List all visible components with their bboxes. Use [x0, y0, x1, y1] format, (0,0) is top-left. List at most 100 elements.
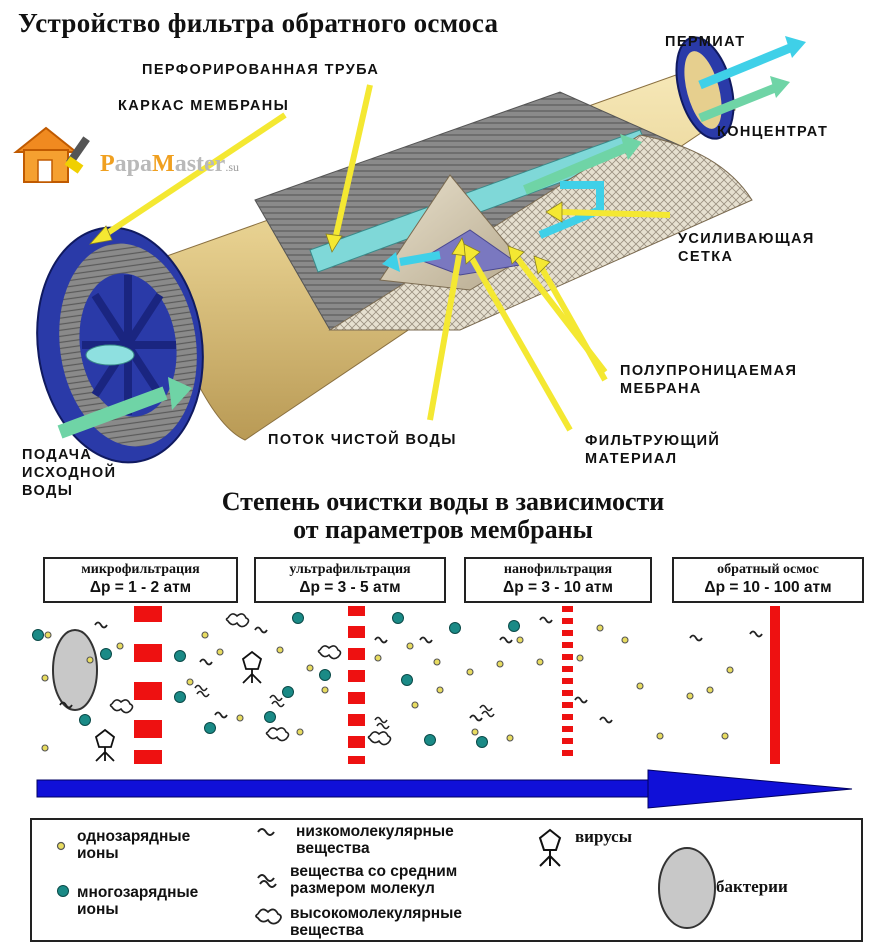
low-molecular	[419, 636, 433, 644]
single-ion	[276, 646, 284, 654]
multi-ion	[264, 711, 276, 723]
multi-ion-icon	[57, 885, 69, 897]
low-molecular	[599, 716, 613, 724]
barrier-nanofiltration	[562, 606, 573, 756]
legend-bacteria: бактерии	[716, 877, 788, 896]
low-molecular	[539, 616, 553, 624]
single-ion	[41, 744, 49, 752]
mid-molecular	[479, 704, 495, 718]
single-ion	[296, 728, 304, 736]
single-ion	[536, 658, 544, 666]
single-ion	[216, 648, 224, 656]
multi-ion	[79, 714, 91, 726]
single-ion	[621, 636, 629, 644]
low-molecular-icon	[257, 828, 275, 836]
label-clean-water-flow: ПОТОК ЧИСТОЙ ВОДЫ	[268, 432, 457, 448]
multi-ion	[282, 686, 294, 698]
low-molecular	[59, 701, 73, 709]
multi-ion	[174, 691, 186, 703]
legend-viruses: вирусы	[575, 827, 633, 846]
virus	[94, 728, 116, 748]
low-molecular	[254, 626, 268, 634]
single-ion	[636, 682, 644, 690]
single-ion	[596, 624, 604, 632]
virus	[241, 650, 263, 670]
single-ion	[374, 654, 382, 662]
single-ion	[516, 636, 524, 644]
mid-molecular	[269, 694, 285, 708]
high-molecular	[225, 613, 250, 628]
barrier-reverse-osmosis	[770, 606, 780, 764]
single-ion	[321, 686, 329, 694]
single-ion	[506, 734, 514, 742]
single-ion	[706, 686, 714, 694]
single-ion	[306, 664, 314, 672]
virus-icon	[538, 828, 562, 867]
multi-ion	[392, 612, 404, 624]
label-permeate: ПЕРМИАТ	[665, 34, 746, 50]
bacteria-icon	[658, 847, 716, 929]
ro-filter-illustration	[36, 36, 806, 464]
high-molecular	[367, 731, 392, 746]
low-molecular	[214, 711, 228, 719]
particles-diagram	[32, 606, 853, 809]
flow-direction-arrow	[36, 769, 853, 809]
high-molecular	[109, 699, 134, 714]
single-ion	[186, 678, 194, 686]
single-ion	[466, 668, 474, 676]
low-molecular	[94, 621, 108, 629]
virus-legs	[242, 669, 262, 684]
barrier-microfiltration	[134, 606, 162, 764]
multi-ion	[401, 674, 413, 686]
callout-arrowheads	[88, 201, 563, 275]
single-ion	[686, 692, 694, 700]
mid-molecular	[194, 684, 210, 698]
single-ion	[406, 642, 414, 650]
single-ion	[656, 732, 664, 740]
single-ion	[496, 660, 504, 668]
bacterium	[52, 629, 98, 711]
single-ion-icon	[56, 841, 66, 851]
low-molecular	[469, 714, 483, 722]
single-ion	[433, 658, 441, 666]
multi-ion	[319, 669, 331, 681]
multi-ion	[204, 722, 216, 734]
low-molecular	[689, 634, 703, 642]
low-molecular	[199, 658, 213, 666]
single-ion	[201, 631, 209, 639]
flow-arrows	[57, 36, 806, 439]
logo-wordmark: PapaMaster.su	[100, 151, 239, 177]
single-ion	[116, 642, 124, 650]
low-molecular	[574, 696, 588, 704]
multi-ion	[100, 648, 112, 660]
virus-legs	[95, 747, 115, 762]
multi-ion	[174, 650, 186, 662]
multi-ion	[424, 734, 436, 746]
label-membrane-frame: КАРКАС МЕМБРАНЫ	[118, 98, 290, 114]
high-molecular	[265, 727, 290, 742]
low-molecular	[499, 636, 513, 644]
single-ion	[411, 701, 419, 709]
single-ion	[236, 714, 244, 722]
multi-ion	[476, 736, 488, 748]
house-logo-icon	[13, 126, 90, 183]
low-molecular	[374, 636, 388, 644]
legend-symbols	[56, 828, 716, 929]
high-molecular-icon	[255, 908, 282, 925]
callout-arrows	[98, 84, 671, 432]
mid-molecular-icon	[257, 874, 277, 888]
multi-ion	[292, 612, 304, 624]
single-ion	[576, 654, 584, 662]
label-perforated-tube: ПЕРФОРИРОВАННАЯ ТРУБА	[142, 62, 380, 78]
